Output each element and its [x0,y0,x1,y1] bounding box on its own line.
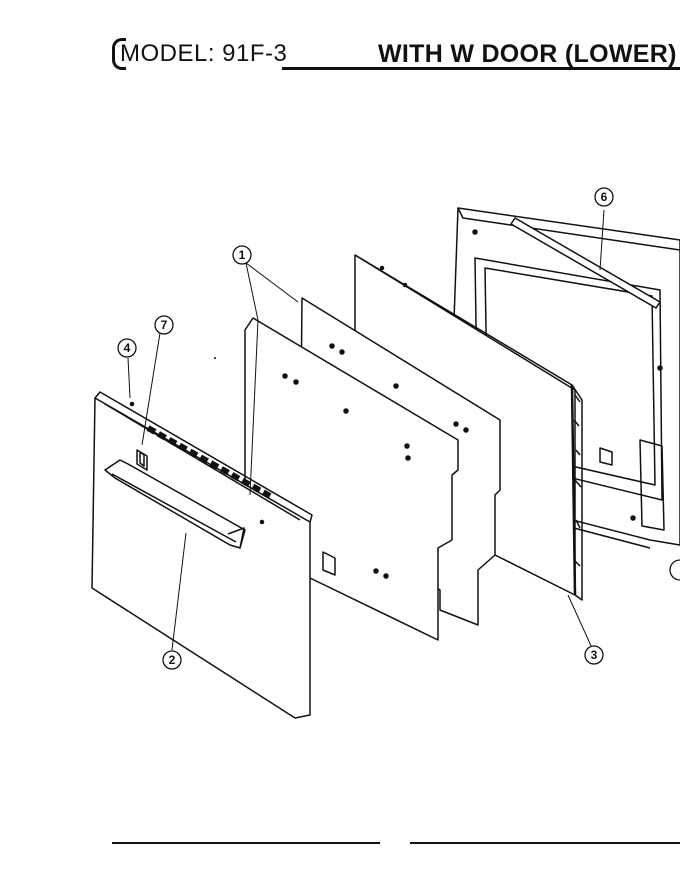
callout-label-3: 3 [591,648,598,662]
callout-label-1: 1 [239,248,246,262]
callout-3: 3 [584,645,604,665]
callout-label-6: 6 [601,190,608,204]
diagram-title: WITH W DOOR (LOWER) [378,40,677,68]
callout-6: 6 [594,187,614,207]
model-number: MODEL: 91F-3 [120,40,288,67]
callout-label-4: 4 [124,341,131,355]
leader-lines [127,262,593,651]
callout-2: 2 [162,650,182,670]
header-underline [282,67,680,70]
header-bracket [112,38,126,70]
stray-mark [214,357,216,359]
part-7-clip [136,449,148,471]
callout-1: 1 [232,245,252,265]
callout-partial-right [669,559,680,581]
callout-label-2: 2 [169,653,176,667]
diagram-header: MODEL: 91F-3 WITH W DOOR (LOWER) [112,38,680,72]
callout-7: 7 [154,315,174,335]
part-2-door-handle [104,459,246,549]
part-6-trim-strip [510,209,661,309]
callout-label-7: 7 [161,318,168,332]
callout-4: 4 [117,338,137,358]
